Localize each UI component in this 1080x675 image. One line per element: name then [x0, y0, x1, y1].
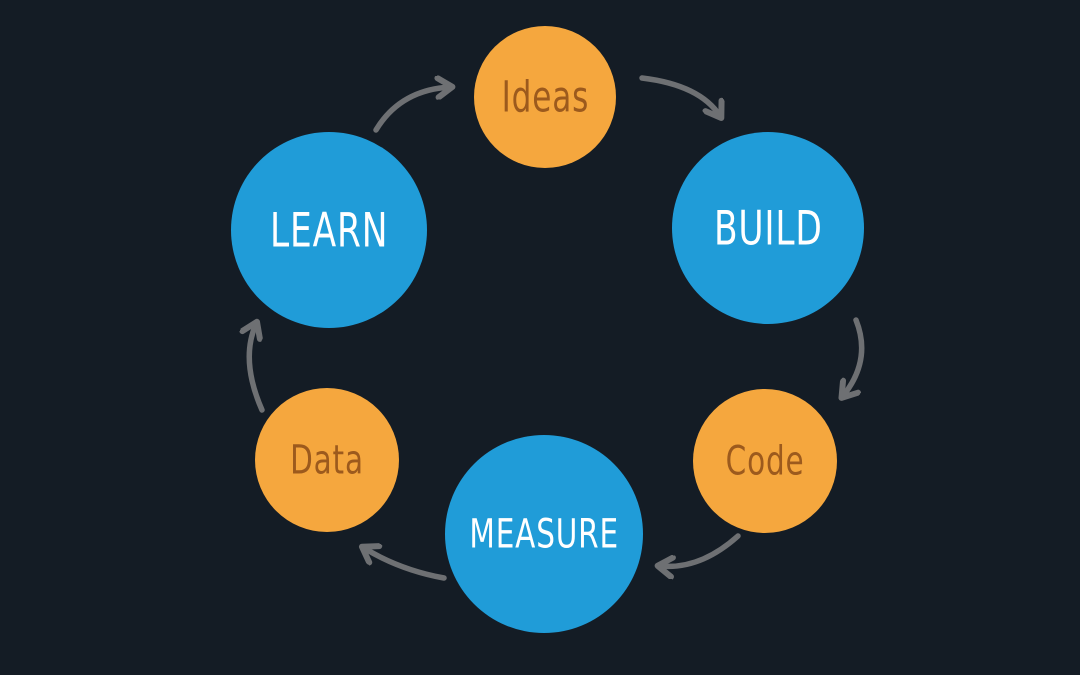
node-ideas-label: Ideas	[501, 72, 589, 122]
arrow-build-to-code	[843, 317, 865, 396]
node-build: BUILD	[672, 132, 864, 324]
arrow-learn-to-ideas	[373, 87, 450, 133]
node-learn-label: LEARN	[269, 202, 389, 258]
node-code-label: Code	[725, 438, 805, 484]
node-measure-label: MEASURE	[469, 511, 619, 557]
node-build-label: BUILD	[713, 200, 823, 256]
node-code: Code	[693, 389, 837, 533]
arrow-data-to-learn	[249, 324, 265, 413]
arrow-code-to-measure	[660, 533, 741, 566]
node-measure: MEASURE	[445, 435, 643, 633]
arrow-measure-to-data	[364, 548, 447, 581]
node-data: Data	[255, 388, 399, 532]
node-learn: LEARN	[231, 132, 427, 328]
node-data-label: Data	[290, 437, 364, 483]
node-ideas: Ideas	[474, 26, 616, 168]
arrow-ideas-to-build	[639, 75, 720, 116]
